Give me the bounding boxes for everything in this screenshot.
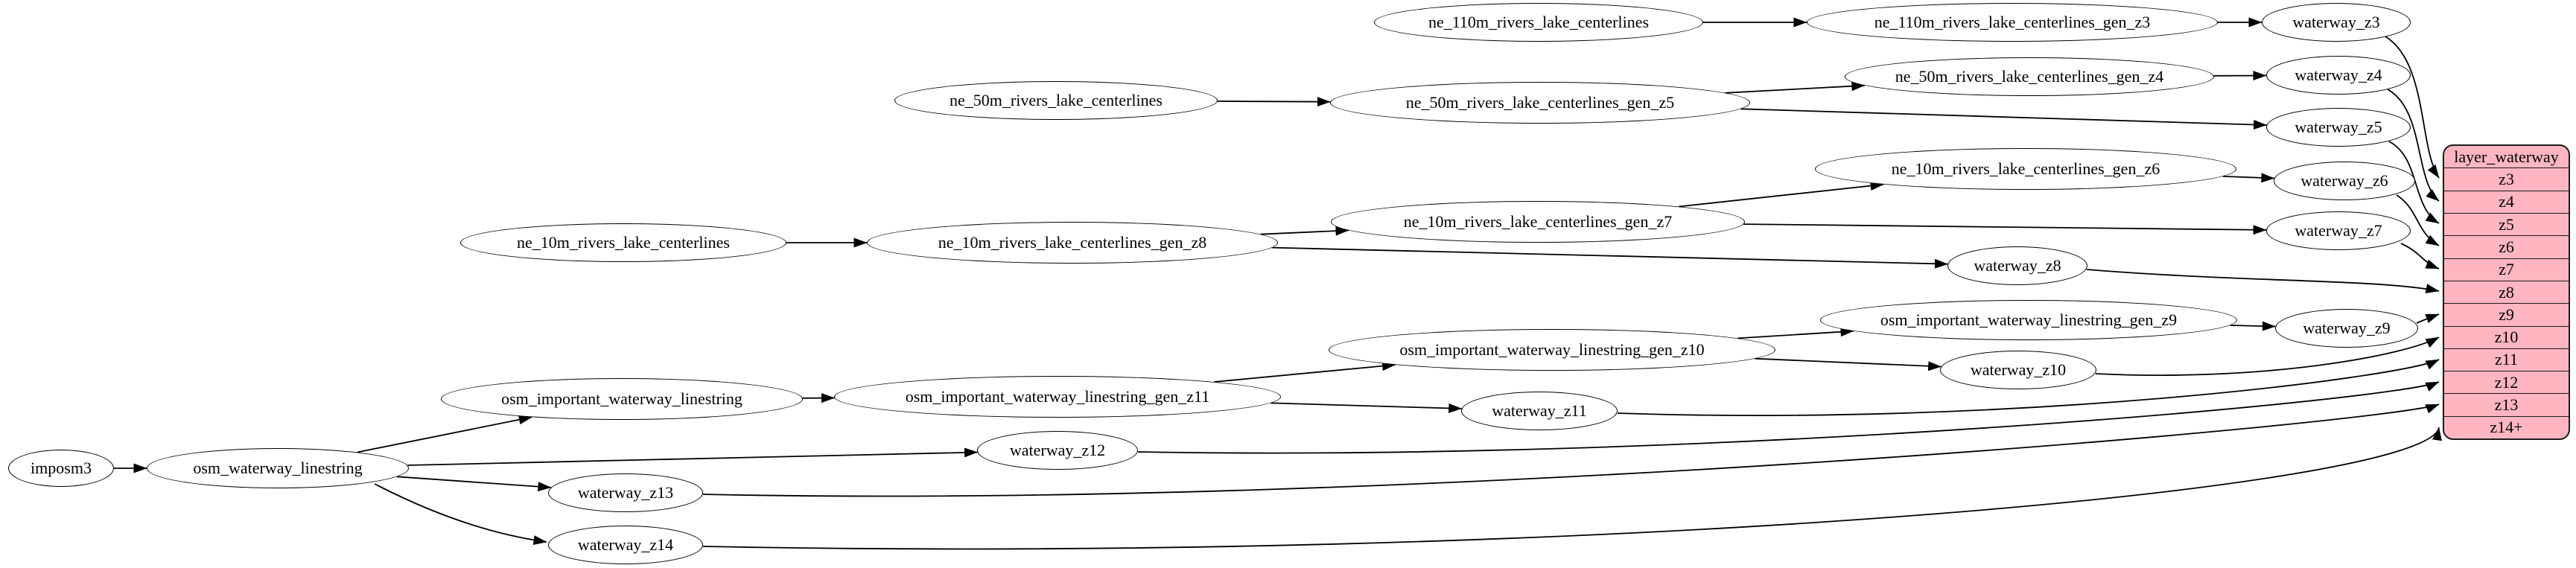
node-waterway_z13: waterway_z13: [548, 473, 703, 512]
node-label: osm_waterway_linestring: [193, 459, 363, 477]
node-waterway_z4: waterway_z4: [2266, 56, 2411, 95]
node-osm_important_waterway_linestring_gen_z11: osm_important_waterway_linestring_gen_z1…: [834, 376, 1281, 418]
node-waterway_z11: waterway_z11: [1461, 392, 1618, 430]
edge-ne_10m_rivers_lake_centerlines_gen_z8-to-ne_10m_rivers_lake_centerlines_gen_z7: [1260, 226, 1349, 236]
node-waterway_z12: waterway_z12: [977, 431, 1138, 470]
table-row-z4: z4: [2444, 190, 2569, 213]
edge-osm_important_waterway_linestring_gen_z11-to-osm_important_waterway_linestring_gen_z10: [1214, 361, 1396, 383]
node-ne_10m_rivers_lake_centerlines_gen_z7: ne_10m_rivers_lake_centerlines_gen_z7: [1331, 201, 1745, 243]
node-ne_50m_rivers_lake_centerlines_gen_z5: ne_50m_rivers_lake_centerlines_gen_z5: [1330, 82, 1750, 124]
node-ne_10m_rivers_lake_centerlines: ne_10m_rivers_lake_centerlines: [460, 223, 786, 262]
table-row-z6: z6: [2444, 235, 2569, 258]
node-label: ne_10m_rivers_lake_centerlines: [517, 233, 730, 252]
table-row-z10: z10: [2444, 325, 2569, 348]
node-label: ne_10m_rivers_lake_centerlines_gen_z8: [938, 233, 1207, 252]
edge-osm_waterway_linestring-to-waterway_z12: [407, 447, 978, 466]
edge-waterway_z6-to-layer_waterway-z6: [2396, 194, 2440, 246]
node-label: waterway_z5: [2294, 118, 2382, 136]
edge-waterway_z13-to-layer_waterway-z13: [702, 403, 2440, 497]
node-label: imposm3: [31, 459, 92, 477]
node-label: waterway_z10: [1970, 360, 2067, 379]
node-label: osm_important_waterway_linestring_gen_z9: [1880, 310, 2178, 329]
table-row-z9: z9: [2444, 303, 2569, 325]
node-label: osm_important_waterway_linestring: [501, 389, 742, 408]
table-row-z12: z12: [2444, 371, 2569, 393]
table-row-z8: z8: [2444, 280, 2569, 303]
node-label: waterway_z13: [577, 483, 674, 502]
edge-osm_important_waterway_linestring_gen_z9-to-waterway_z9: [2230, 321, 2276, 331]
node-ne_10m_rivers_lake_centerlines_gen_z8: ne_10m_rivers_lake_centerlines_gen_z8: [867, 222, 1278, 264]
node-waterway_z9: waterway_z9: [2275, 309, 2418, 348]
node-label: waterway_z8: [1974, 256, 2061, 275]
edge-waterway_z7-to-layer_waterway-z7: [2400, 243, 2440, 269]
edge-waterway_z3-to-layer_waterway-z3: [2385, 36, 2440, 179]
table-row-z13: z13: [2444, 393, 2569, 415]
edge-ne_10m_rivers_lake_centerlines_gen_z7-to-waterway_z7: [1743, 223, 2267, 235]
node-label: osm_important_waterway_linestring_gen_z1…: [1399, 340, 1705, 359]
node-osm_important_waterway_linestring_gen_z10: osm_important_waterway_linestring_gen_z1…: [1329, 329, 1775, 371]
node-label: waterway_z3: [2292, 13, 2380, 31]
table-row-z11: z11: [2444, 348, 2569, 371]
node-waterway_z14: waterway_z14: [548, 526, 703, 564]
edge-waterway_z4-to-layer_waterway-z4: [2387, 89, 2440, 202]
node-label: waterway_z7: [2294, 221, 2382, 240]
node-waterway_z5: waterway_z5: [2266, 108, 2411, 147]
edge-waterway_z8-to-layer_waterway-z8: [2086, 269, 2440, 293]
table-row-z14+: z14+: [2444, 415, 2569, 438]
edge-osm_waterway_linestring-to-waterway_z14: [374, 483, 547, 546]
node-label: ne_10m_rivers_lake_centerlines_gen_z6: [1891, 159, 2160, 178]
node-label: waterway_z12: [1009, 441, 1106, 459]
node-label: waterway_z4: [2294, 66, 2382, 84]
edge-waterway_z9-to-layer_waterway-z9: [2416, 313, 2440, 324]
node-waterway_z8: waterway_z8: [1947, 246, 2087, 285]
edge-waterway_z5-to-layer_waterway-z5: [2388, 141, 2440, 224]
table-row-z7: z7: [2444, 258, 2569, 281]
edge-waterway_z11-to-layer_waterway-z11: [1617, 359, 2440, 417]
edge-ne_10m_rivers_lake_centerlines_gen_z8-to-waterway_z8: [1272, 246, 1948, 269]
node-osm_waterway_linestring: osm_waterway_linestring: [147, 448, 409, 488]
edge-waterway_z14-to-layer_waterway-z14+: [702, 427, 2442, 550]
node-waterway_z3: waterway_z3: [2262, 3, 2411, 42]
edge-ne_50m_rivers_lake_centerlines_gen_z5-to-ne_50m_rivers_lake_centerlines_gen_z4: [1725, 81, 1866, 94]
node-ne_110m_rivers_lake_centerlines: ne_110m_rivers_lake_centerlines: [1374, 3, 1703, 42]
node-waterway_z7: waterway_z7: [2266, 211, 2411, 250]
node-ne_50m_rivers_lake_centerlines_gen_z4: ne_50m_rivers_lake_centerlines_gen_z4: [1845, 57, 2214, 96]
table-title: layer_waterway: [2454, 147, 2559, 166]
edge-ne_10m_rivers_lake_centerlines_gen_z7-to-ne_10m_rivers_lake_centerlines_gen_z6: [1679, 181, 1884, 208]
node-label: ne_50m_rivers_lake_centerlines: [950, 91, 1163, 109]
node-label: waterway_z6: [2300, 171, 2388, 190]
edge-osm_waterway_linestring-to-osm_important_waterway_linestring: [357, 415, 532, 453]
node-label: ne_10m_rivers_lake_centerlines_gen_z7: [1403, 212, 1673, 231]
node-label: ne_110m_rivers_lake_centerlines: [1428, 13, 1650, 31]
node-ne_10m_rivers_lake_centerlines_gen_z6: ne_10m_rivers_lake_centerlines_gen_z6: [1815, 148, 2236, 190]
node-waterway_z6: waterway_z6: [2274, 162, 2415, 200]
node-ne_50m_rivers_lake_centerlines: ne_50m_rivers_lake_centerlines: [894, 81, 1218, 120]
edge-osm_important_waterway_linestring_gen_z11-to-waterway_z11: [1270, 402, 1463, 413]
edge-ne_50m_rivers_lake_centerlines-to-ne_50m_rivers_lake_centerlines_gen_z5: [1217, 97, 1331, 107]
node-label: waterway_z11: [1492, 401, 1587, 420]
table-row-z3: z3: [2444, 167, 2569, 190]
edge-ne_10m_rivers_lake_centerlines_gen_z6-to-waterway_z6: [2222, 173, 2275, 183]
node-ne_110m_rivers_lake_centerlines_gen_z3: ne_110m_rivers_lake_centerlines_gen_z3: [1807, 3, 2218, 42]
node-osm_important_waterway_linestring: osm_important_waterway_linestring: [441, 378, 803, 420]
edge-waterway_z12-to-layer_waterway-z12: [1137, 381, 2440, 454]
table-row-z5: z5: [2444, 212, 2569, 235]
edge-osm_important_waterway_linestring_gen_z10-to-waterway_z10: [1755, 357, 1942, 371]
edge-osm_important_waterway_linestring_gen_z10-to-osm_important_waterway_linestring_gen_z9: [1737, 327, 1854, 339]
node-label: ne_50m_rivers_lake_centerlines_gen_z5: [1405, 93, 1675, 112]
node-label: ne_50m_rivers_lake_centerlines_gen_z4: [1895, 67, 2164, 86]
node-osm_important_waterway_linestring_gen_z9: osm_important_waterway_linestring_gen_z9: [1820, 300, 2237, 340]
node-label: waterway_z9: [2303, 319, 2391, 337]
node-label: osm_important_waterway_linestring_gen_z1…: [905, 387, 1210, 406]
edge-waterway_z10-to-layer_waterway-z10: [2095, 336, 2440, 376]
edge-ne_50m_rivers_lake_centerlines_gen_z5-to-waterway_z5: [1740, 108, 2268, 130]
node-label: waterway_z14: [577, 535, 674, 554]
edge-osm_waterway_linestring-to-waterway_z13: [396, 476, 552, 492]
node-waterway_z10: waterway_z10: [1940, 351, 2096, 389]
node-label: ne_110m_rivers_lake_centerlines_gen_z3: [1874, 13, 2151, 31]
node-imposm3: imposm3: [8, 450, 114, 487]
